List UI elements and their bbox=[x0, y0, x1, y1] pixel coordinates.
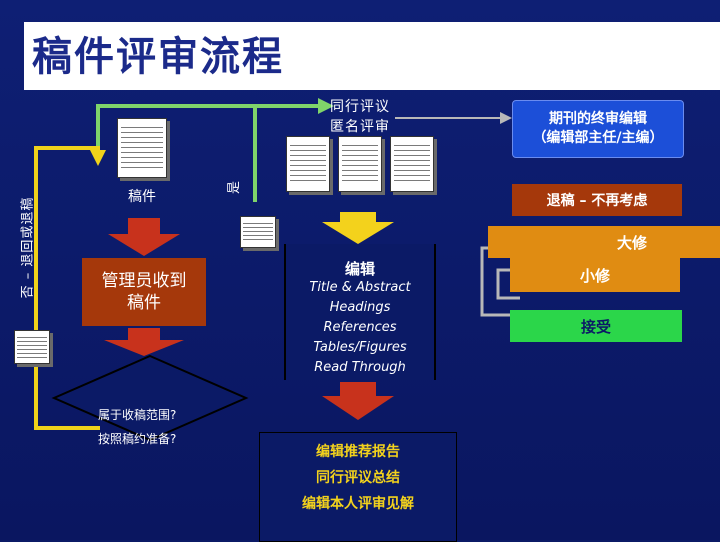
major-revision-text: 大修 bbox=[616, 233, 647, 252]
editor-item-2: Headings bbox=[329, 300, 391, 315]
editor-item-1: Title & Abstract bbox=[309, 280, 411, 295]
editor-document-icon bbox=[240, 216, 276, 248]
reject-final-text: 退稿 – 不再考虑 bbox=[546, 193, 648, 209]
reject-arrowhead bbox=[90, 150, 106, 166]
final-editor-box: 期刊的终审编辑 （编辑部主任/主编） bbox=[512, 100, 684, 158]
page-title: 稿件评审流程 bbox=[32, 33, 284, 80]
red-arrow-1 bbox=[108, 218, 180, 256]
title-bar bbox=[24, 22, 720, 90]
accept-box: 接受 bbox=[510, 310, 682, 342]
editor-checklist: 编辑 Title & Abstract Headings References … bbox=[284, 244, 436, 380]
manuscript-label: 稿件 bbox=[128, 189, 156, 205]
yes-arrowhead bbox=[318, 98, 334, 114]
question-scope: 属于收稿范围? bbox=[98, 408, 177, 422]
editor-item-5: Read Through bbox=[314, 360, 406, 375]
yellow-arrow-editor bbox=[322, 212, 394, 244]
red-arrow-2 bbox=[104, 328, 184, 356]
minor-revision-text: 小修 bbox=[579, 266, 610, 285]
yes-label: 是 bbox=[227, 180, 243, 195]
editor-item-4: Tables/Figures bbox=[313, 340, 407, 355]
yes-line-top bbox=[253, 104, 318, 202]
gray-arrowhead-top bbox=[500, 112, 512, 124]
peer-review-label-1: 同行评议 bbox=[330, 99, 390, 115]
revision-bracket-inner bbox=[496, 268, 520, 300]
final-editor-text: 期刊的终审编辑 （编辑部主任/主编） bbox=[532, 111, 664, 146]
manuscript-document-icon bbox=[117, 118, 167, 178]
peer-review-label-2: 匿名评审 bbox=[330, 119, 390, 135]
question-format: 按照稿约准备? bbox=[98, 432, 177, 446]
report-box: 编辑推荐报告 同行评议总结 编辑本人评审见解 bbox=[259, 432, 457, 542]
decision-diamond bbox=[51, 354, 249, 442]
receive-box-text: 管理员收到 稿件 bbox=[101, 271, 187, 313]
editor-title: 编辑 bbox=[344, 260, 375, 278]
reject-label: 否 – 退回或退稿 bbox=[20, 196, 36, 299]
major-revision-box: 大修 bbox=[488, 226, 720, 258]
accept-text: 接受 bbox=[580, 317, 611, 336]
reviewer-document-icon-1 bbox=[286, 136, 330, 192]
reviewer-document-icon-3 bbox=[390, 136, 434, 192]
reject-final-box: 退稿 – 不再考虑 bbox=[512, 184, 682, 216]
minor-revision-box: 小修 bbox=[510, 258, 680, 292]
reviewer-document-icon-2 bbox=[338, 136, 382, 192]
red-arrow-report bbox=[322, 382, 394, 420]
report-item-1: 编辑推荐报告 bbox=[316, 444, 400, 460]
receive-box: 管理员收到 稿件 bbox=[82, 258, 206, 326]
returned-document-icon bbox=[14, 330, 50, 364]
report-item-2: 同行评议总结 bbox=[316, 470, 400, 486]
editor-item-3: References bbox=[323, 320, 397, 335]
report-item-3: 编辑本人评审见解 bbox=[302, 496, 414, 512]
